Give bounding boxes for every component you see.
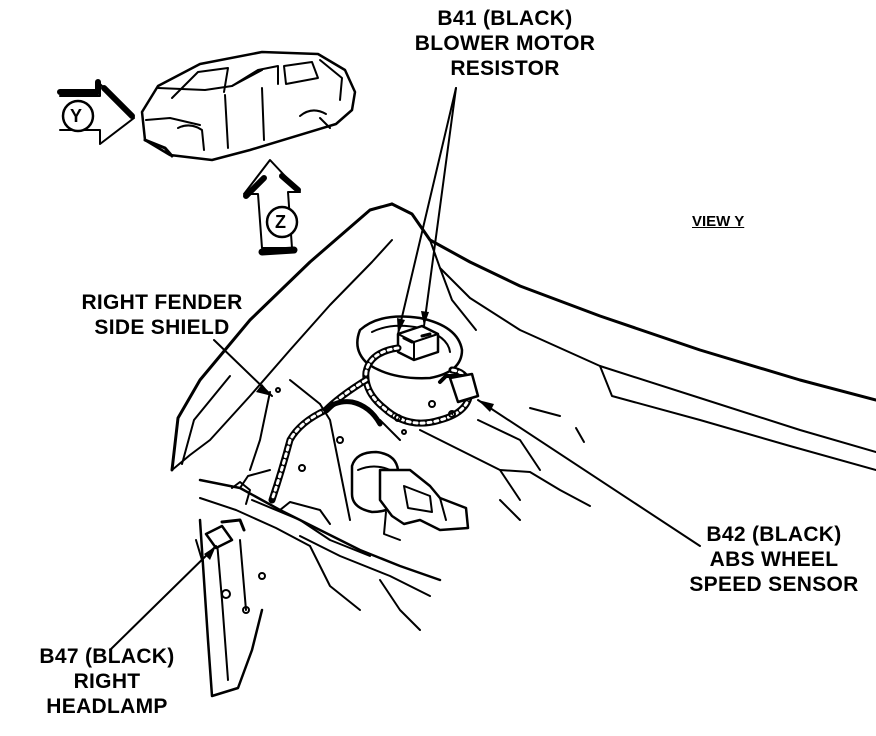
leader-b47 <box>109 545 217 651</box>
label-b41-line-1: B41 (BLACK) <box>437 7 573 30</box>
arrowhead-b47 <box>204 546 216 560</box>
view-y-marker-letter: Y <box>70 106 83 126</box>
label-b42-line-1: B42 (BLACK) <box>706 523 842 546</box>
leader-b42 <box>477 399 701 547</box>
label-b42-line-2: ABS WHEEL <box>709 548 839 571</box>
engine-compartment <box>170 202 876 698</box>
minivan-locator-icon <box>140 50 357 162</box>
label-right-fender-line-2: SIDE SHIELD <box>94 316 230 339</box>
leader-b41-left <box>397 87 457 335</box>
leader-arrowheads <box>204 311 494 560</box>
view-y-arrow <box>57 79 135 145</box>
label-b47-line-1: B47 (BLACK) <box>39 645 175 668</box>
arrowhead-right-fender <box>256 384 272 396</box>
label-right-fender-line-1: RIGHT FENDER <box>81 291 243 314</box>
view-z-marker-letter: Z <box>275 212 287 232</box>
arrowhead-b41-left <box>397 318 405 334</box>
view-z-marker-circle <box>265 205 299 239</box>
leader-b41-right <box>423 87 457 327</box>
leader-lines <box>109 87 701 651</box>
arrowhead-b42 <box>478 400 494 412</box>
view-y-marker-circle <box>61 99 95 133</box>
label-b47-line-2: RIGHT <box>73 670 141 693</box>
arrowhead-b41-right <box>421 311 429 326</box>
label-b42-abs-wheel-speed-sensor: B42 (BLACK) ABS WHEEL SPEED SENSOR <box>676 522 872 597</box>
label-b41-blower-motor-resistor: B41 (BLACK) BLOWER MOTOR RESISTOR <box>392 6 618 81</box>
label-b41-line-2: BLOWER MOTOR <box>414 32 596 55</box>
view-y-title: VIEW Y <box>692 213 745 230</box>
label-b47-right-headlamp: B47 (BLACK) RIGHT HEADLAMP <box>18 644 196 719</box>
label-b42-line-3: SPEED SENSOR <box>689 573 859 596</box>
label-right-fender-side-shield: RIGHT FENDER SIDE SHIELD <box>56 290 268 340</box>
label-b47-line-3: HEADLAMP <box>46 695 168 718</box>
view-z-arrow <box>243 159 301 256</box>
label-b41-line-3: RESISTOR <box>450 57 560 80</box>
